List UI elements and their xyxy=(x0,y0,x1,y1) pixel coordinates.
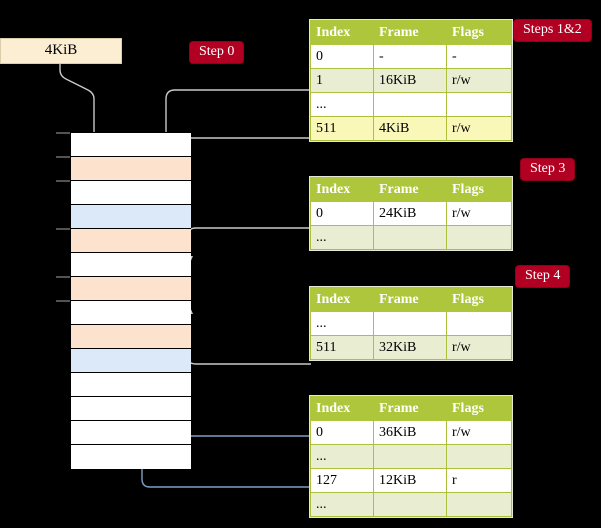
cell-flags: r/w xyxy=(446,116,512,141)
column-header-frame: Frame xyxy=(373,20,447,45)
column-header-frame: Frame xyxy=(373,396,447,421)
cell-frame xyxy=(373,92,447,117)
memory-frame-row xyxy=(71,397,191,421)
column-header-index: Index xyxy=(310,287,374,312)
cell-frame: 4KiB xyxy=(373,116,447,141)
cell-frame: 16KiB xyxy=(373,68,447,93)
memory-frame-row xyxy=(71,445,191,469)
cell-index: ... xyxy=(310,92,374,117)
cell-flags: r/w xyxy=(446,420,512,445)
cell-frame: 12KiB xyxy=(373,468,447,493)
memory-frame-row xyxy=(71,133,191,157)
cell-index: 0 xyxy=(310,44,374,69)
cell-flags xyxy=(446,92,512,117)
memory-frame-row xyxy=(71,157,191,181)
cell-index: 0 xyxy=(310,420,374,445)
cell-index: 1 xyxy=(310,68,374,93)
cell-flags xyxy=(446,492,512,517)
badge-steps-1-2-label: Steps 1&2 xyxy=(523,22,582,37)
cell-index: ... xyxy=(310,444,374,469)
table-row: ... xyxy=(310,492,512,517)
badge-step-0-label: Step 0 xyxy=(199,44,235,59)
badge-step-3-label: Step 3 xyxy=(530,161,566,176)
memory-frame-row xyxy=(71,373,191,397)
badge-step-4-label: Step 4 xyxy=(525,268,561,283)
memory-frame-row xyxy=(71,253,191,277)
cell-index: 511 xyxy=(310,335,374,360)
cell-index: 127 xyxy=(310,468,374,493)
cell-frame: 36KiB xyxy=(373,420,447,445)
cell-flags xyxy=(446,311,512,336)
memory-frame-row xyxy=(71,205,191,229)
column-header-index: Index xyxy=(310,177,374,202)
cell-index: ... xyxy=(310,311,374,336)
memory-frame-row xyxy=(71,349,191,373)
cell-frame xyxy=(373,444,447,469)
memory-frame-row xyxy=(71,181,191,205)
cell-flags: r xyxy=(446,468,512,493)
column-header-flags: Flags xyxy=(446,177,512,202)
column-header-index: Index xyxy=(310,396,374,421)
cell-flags: - xyxy=(446,44,512,69)
cell-index: ... xyxy=(310,225,374,250)
memory-frame-row xyxy=(71,325,191,349)
cell-index: 511 xyxy=(310,116,374,141)
badge-step-0: Step 0 xyxy=(190,42,244,63)
source-frame-box: 4KiB xyxy=(0,38,122,64)
cell-frame xyxy=(373,311,447,336)
cell-index: 0 xyxy=(310,201,374,226)
memory-frame-row xyxy=(71,277,191,301)
cell-frame: 24KiB xyxy=(373,201,447,226)
cell-flags: r/w xyxy=(446,335,512,360)
table-row: 0-- xyxy=(310,44,512,69)
memory-frame-row xyxy=(71,301,191,325)
table-row: ... xyxy=(310,444,512,469)
physical-memory-column xyxy=(70,132,191,469)
cell-index: ... xyxy=(310,492,374,517)
column-header-frame: Frame xyxy=(373,287,447,312)
source-frame-label: 4KiB xyxy=(44,42,78,58)
memory-frame-row xyxy=(71,421,191,445)
badge-steps-1-2: Steps 1&2 xyxy=(514,20,591,41)
table-row: ... xyxy=(310,311,512,336)
column-header-index: Index xyxy=(310,20,374,45)
column-header-flags: Flags xyxy=(446,20,512,45)
table-row: ... xyxy=(310,92,512,117)
badge-step-4: Step 4 xyxy=(516,266,570,287)
cell-flags xyxy=(446,225,512,250)
memory-row-ticks xyxy=(56,132,70,302)
cell-flags xyxy=(446,444,512,469)
cell-frame xyxy=(373,225,447,250)
badge-step-3: Step 3 xyxy=(521,159,575,180)
cell-flags: r/w xyxy=(446,201,512,226)
cell-frame xyxy=(373,492,447,517)
table-row: ... xyxy=(310,225,512,250)
cell-flags: r/w xyxy=(446,68,512,93)
cell-frame: 32KiB xyxy=(373,335,447,360)
column-header-flags: Flags xyxy=(446,287,512,312)
column-header-flags: Flags xyxy=(446,396,512,421)
column-header-frame: Frame xyxy=(373,177,447,202)
memory-frame-row xyxy=(71,229,191,253)
cell-frame: - xyxy=(373,44,447,69)
